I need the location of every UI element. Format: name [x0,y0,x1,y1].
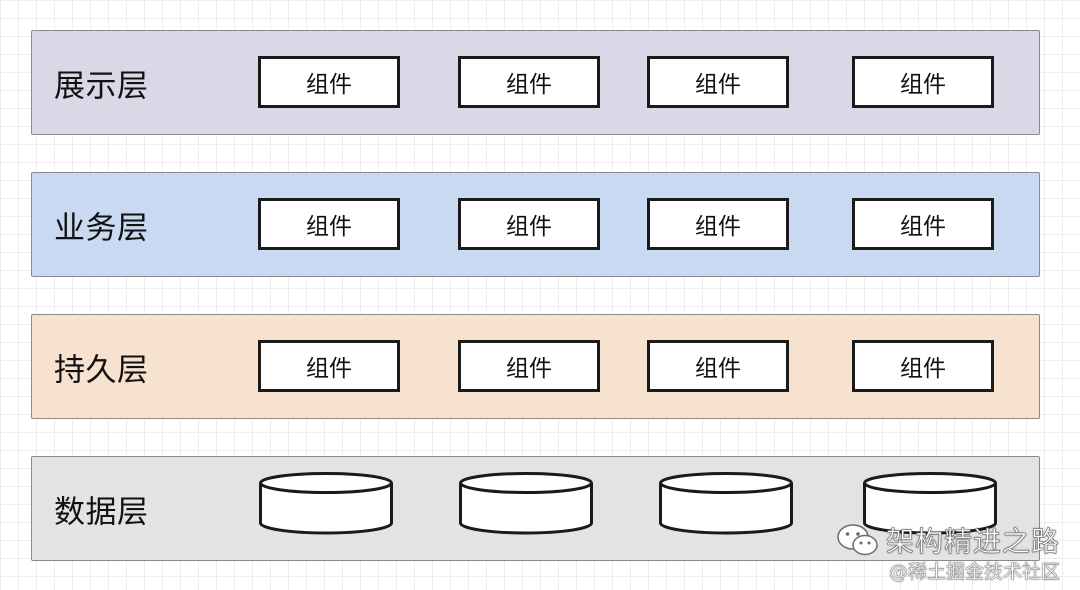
component-box: 组件 [647,56,789,108]
database-cylinder-icon [459,472,593,535]
component-box: 组件 [258,340,400,392]
component-box: 组件 [258,56,400,108]
database-cylinder-icon [863,472,997,535]
layer-label: 业务层 [54,210,149,246]
database-cylinder-icon [659,472,793,535]
business-layer: 业务层 组件 组件 组件 组件 [31,172,1040,277]
component-box: 组件 [258,198,400,250]
component-box: 组件 [458,340,600,392]
database-cylinder-icon [259,472,393,535]
layer-label: 持久层 [54,352,149,388]
persistence-layer: 持久层 组件 组件 组件 组件 [31,314,1040,419]
component-box: 组件 [852,340,994,392]
component-box: 组件 [852,198,994,250]
component-box: 组件 [458,198,600,250]
watermark-subtitle: @稀土掘金技术社区 [888,561,1060,583]
watermark: 架构精进之路 [836,520,1060,560]
layer-label: 数据层 [54,494,149,530]
component-box: 组件 [647,340,789,392]
wechat-icon [837,524,878,556]
component-box: 组件 [647,198,789,250]
watermark-title: 架构精进之路 [885,525,1060,559]
presentation-layer: 展示层 组件 组件 组件 组件 [31,30,1040,135]
component-box: 组件 [852,56,994,108]
data-layer: 数据层 [31,456,1040,561]
layer-label: 展示层 [54,68,149,104]
component-box: 组件 [458,56,600,108]
